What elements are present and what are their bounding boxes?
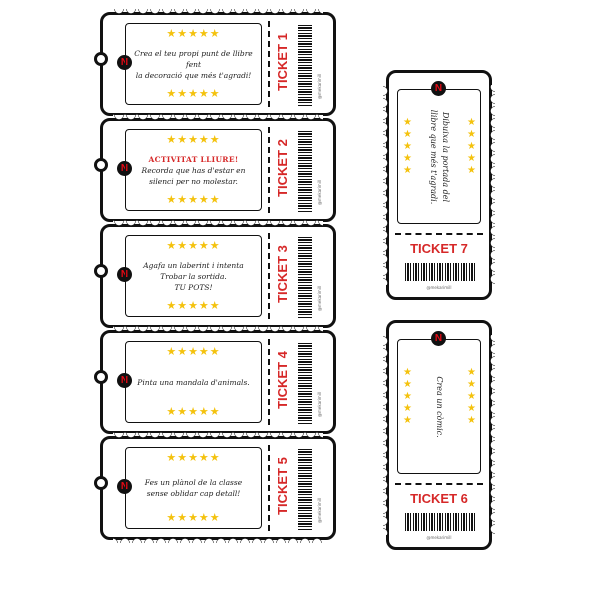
ticket-text: Fes un plànol de la classe sense oblidar… — [145, 477, 242, 499]
ticket-edge — [383, 335, 391, 535]
ticket-7: N ★★★★★ ★★★★★ Dibuixa la portada del lli… — [383, 70, 495, 300]
barcode-icon — [405, 263, 475, 281]
ticket-edge — [113, 433, 323, 441]
ticket-text-line: la decoració que més t'agradi! — [135, 70, 252, 80]
perforation — [268, 21, 270, 107]
logo-icon: N — [431, 331, 446, 346]
ticket-panel: ★★★★★ Fes un plànol de la classe sense o… — [125, 447, 262, 529]
ticket-label: TICKET 1 — [275, 33, 290, 91]
perforation — [268, 127, 270, 213]
logo-icon: N — [117, 55, 132, 70]
ticket-label: TICKET 7 — [410, 241, 468, 256]
ticket-edge — [113, 327, 323, 335]
stars-top: ★★★★★ — [166, 451, 221, 464]
ticket-label: TICKET 5 — [275, 457, 290, 515]
perforation — [395, 233, 483, 235]
logo-icon: N — [431, 81, 446, 96]
ticket-edge — [113, 535, 323, 543]
ticket-label: TICKET 3 — [275, 245, 290, 303]
ticket-panel: ★★★★★ Crea el teu propi punt de llibre f… — [125, 23, 262, 105]
stars-bottom: ★★★★★ — [166, 87, 221, 100]
credit-text: @mekarimill — [426, 535, 452, 540]
credit-text: @mekarimill — [317, 391, 322, 417]
stars-bottom: ★★★★★ — [166, 193, 221, 206]
credit-text: @mekarimill — [317, 179, 322, 205]
ticket-notch — [94, 370, 108, 384]
ticket-text-line: TU POTS! — [174, 282, 213, 292]
ticket-notch — [94, 476, 108, 490]
ticket-edge — [113, 221, 323, 229]
stars-top: ★★★★★ — [166, 239, 221, 252]
ticket-text-line: silenci per no molestar. — [149, 176, 238, 186]
barcode-icon — [298, 343, 312, 425]
ticket-highlight: ACTIVITAT LLIURE! — [148, 154, 239, 164]
ticket-notch — [94, 158, 108, 172]
ticket-2: N ★★★★★ ACTIVITAT LLIURE! Recorda que ha… — [94, 115, 336, 225]
ticket-text-line: Pinta una mandala d'animals. — [137, 377, 250, 387]
stars-top: ★★★★★ — [166, 133, 221, 146]
ticket-edge — [113, 9, 323, 17]
ticket-text: Crea un còmic. — [435, 376, 444, 438]
perforation — [395, 483, 483, 485]
barcode-icon — [298, 131, 312, 213]
ticket-notch — [94, 52, 108, 66]
stars-bottom: ★★★★★ — [166, 405, 221, 418]
perforation — [268, 339, 270, 425]
ticket-text-line: Fes un plànol de la classe — [144, 478, 243, 487]
stars-bottom: ★★★★★ — [166, 511, 221, 524]
barcode-icon — [298, 449, 312, 531]
ticket-panel: ★★★★★ ACTIVITAT LLIURE! Recorda que has … — [125, 129, 262, 211]
stars-top: ★★★★★ — [166, 345, 221, 358]
ticket-6: N ★★★★★ ★★★★★ Crea un còmic. TICKET 6 @m… — [383, 320, 495, 550]
barcode-icon — [298, 25, 312, 107]
ticket-label: TICKET 6 — [410, 491, 468, 506]
credit-text: @mekarimill — [426, 285, 452, 290]
ticket-1: N ★★★★★ Crea el teu propi punt de llibre… — [94, 9, 336, 119]
ticket-5: N ★★★★★ Fes un plànol de la classe sense… — [94, 433, 336, 543]
logo-icon: N — [117, 479, 132, 494]
perforation — [268, 445, 270, 531]
barcode-icon — [405, 513, 475, 531]
ticket-text: Pinta una mandala d'animals. — [137, 377, 249, 388]
stars-right: ★★★★★ — [467, 117, 476, 176]
ticket-text-line: sense oblidar cap detall! — [146, 489, 241, 498]
ticket-text: Agafa un laberint i intenta Trobar la so… — [143, 260, 243, 293]
ticket-text-line: Crea el teu propi punt de llibre fent — [134, 48, 253, 69]
ticket-label: TICKET 2 — [275, 139, 290, 197]
stars-bottom: ★★★★★ — [166, 299, 221, 312]
ticket-panel: ★★★★★ Pinta una mandala d'animals. ★★★★★ — [125, 341, 262, 423]
credit-text: @mekarimill — [317, 497, 322, 523]
ticket-label: TICKET 4 — [275, 351, 290, 409]
logo-icon: N — [117, 267, 132, 282]
stars-right: ★★★★★ — [467, 367, 476, 426]
perforation — [268, 233, 270, 319]
ticket-edge — [383, 85, 391, 285]
ticket-notch — [94, 264, 108, 278]
ticket-4: N ★★★★★ Pinta una mandala d'animals. ★★★… — [94, 327, 336, 437]
ticket-text-line: Recorda que has d'estar en — [141, 165, 246, 175]
ticket-text-line: Trobar la sortida. — [160, 271, 227, 281]
logo-icon: N — [117, 161, 132, 176]
stars-top: ★★★★★ — [166, 27, 221, 40]
ticket-text: Crea el teu propi punt de llibre fent la… — [128, 48, 259, 81]
credit-text: @mekarimill — [317, 285, 322, 311]
stars-left: ★★★★★ — [403, 117, 412, 176]
ticket-text: ACTIVITAT LLIURE! Recorda que has d'esta… — [142, 154, 246, 187]
credit-text: @mekarimill — [317, 73, 322, 99]
ticket-3: N ★★★★★ Agafa un laberint i intenta Trob… — [94, 221, 336, 331]
ticket-text: Dibuixa la portada del llibre que més t'… — [429, 109, 450, 205]
logo-icon: N — [117, 373, 132, 388]
ticket-text-line: Agafa un laberint i intenta — [143, 260, 244, 270]
barcode-icon — [298, 237, 312, 319]
ticket-edge — [113, 115, 323, 123]
stars-left: ★★★★★ — [403, 367, 412, 426]
ticket-panel: ★★★★★ Agafa un laberint i intenta Trobar… — [125, 235, 262, 317]
